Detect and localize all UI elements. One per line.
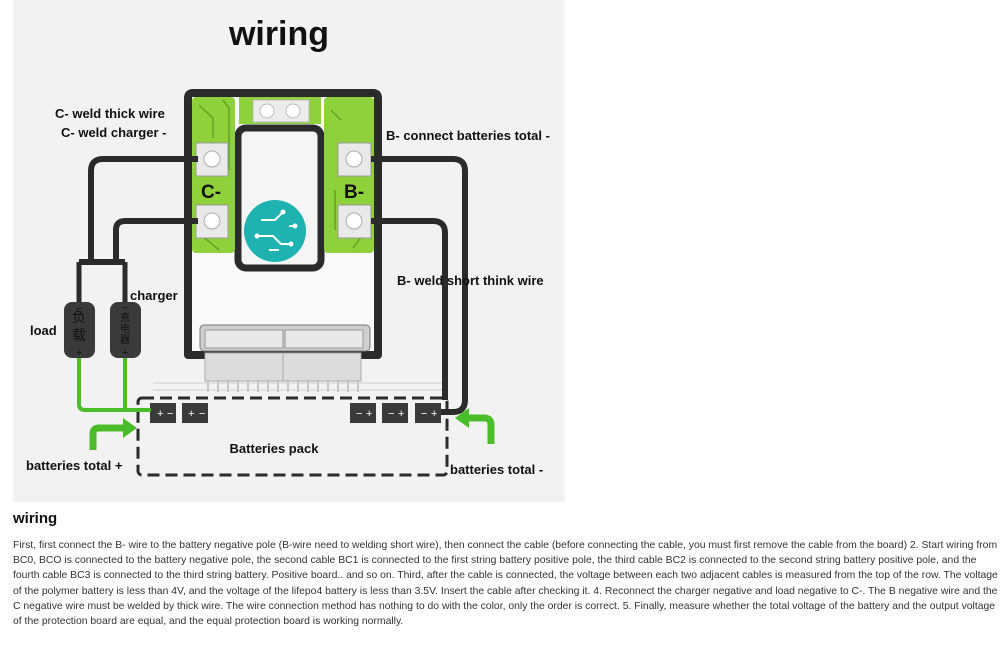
connector-plug-right — [282, 352, 362, 382]
svg-text:+: + — [398, 408, 404, 420]
load-label: load — [30, 323, 57, 338]
batteries-total-plus-label: batteries total + — [26, 458, 123, 473]
svg-text:−: − — [356, 408, 362, 420]
charger-cn-3: 器 — [120, 334, 130, 346]
svg-text:−: − — [199, 408, 205, 420]
c-weld-charger-wire — [113, 218, 198, 262]
charger-plug — [110, 302, 141, 358]
b-minus-label: B- — [344, 182, 364, 203]
b-connect-total-label: B- connect batteries total - — [386, 128, 550, 143]
b-connect-total-wire — [371, 156, 468, 415]
c-minus-label: C- — [201, 182, 221, 203]
load-cn-1: 负 — [72, 309, 86, 325]
b-weld-short-wire — [371, 218, 448, 400]
wiring-diagram: wiring C- B- — [13, 0, 565, 502]
diagram-title: wiring — [228, 15, 329, 53]
b-weld-short-label: B- weld short think wire — [397, 273, 544, 288]
batteries-total-minus-label: batteries total - — [450, 462, 543, 477]
c-weld-thick-label: C- weld thick wire — [55, 106, 165, 121]
circuit-logo-icon — [244, 200, 306, 262]
svg-text:+: + — [157, 408, 163, 420]
charger-plus: + — [122, 347, 128, 359]
svg-text:−: − — [421, 408, 427, 420]
load-positive-wire — [77, 358, 151, 412]
connector-plug-left — [204, 352, 284, 382]
description-body: First, first connect the B- wire to the … — [13, 540, 998, 628]
protection-board: C- B- — [184, 89, 382, 359]
charger-cn-1: 充 — [120, 311, 130, 324]
load-minus: − — [76, 304, 82, 315]
batteries-total-plus-arrow — [89, 424, 125, 450]
load-plus: + — [76, 347, 82, 359]
svg-text:−: − — [167, 408, 173, 420]
load-plug — [64, 302, 95, 358]
charger-cn-2: 电 — [120, 322, 130, 335]
charger-minus: − — [122, 303, 128, 314]
svg-text:+: + — [188, 408, 194, 420]
load-cn-2: 载 — [72, 327, 86, 343]
batteries-pack-label: Batteries pack — [230, 441, 320, 456]
svg-text:+: + — [366, 408, 372, 420]
c-weld-charger-label: C- weld charger - — [61, 125, 166, 140]
description-heading: wiring — [13, 510, 58, 527]
batteries-total-minus-arrow — [467, 414, 495, 444]
battery-pack-box — [136, 396, 449, 477]
battery-cells: + − + − − + − + − + — [150, 403, 441, 423]
c-weld-thick-wire — [88, 156, 198, 262]
svg-text:−: − — [388, 408, 394, 420]
charger-label: charger — [130, 288, 178, 303]
svg-text:+: + — [431, 408, 437, 420]
